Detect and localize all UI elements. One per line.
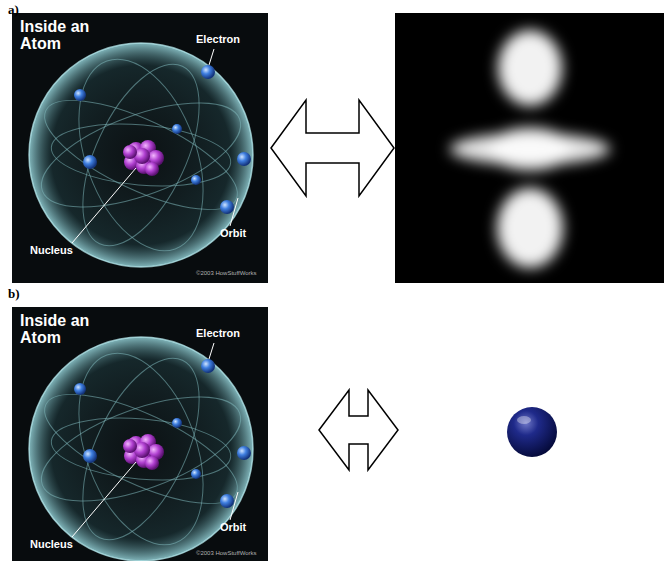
part-name: Electron: [196, 328, 240, 340]
part-name: Orbit: [220, 228, 246, 240]
panel-title: Inside an Atom: [20, 19, 104, 53]
copyright-note: ©2003 HowStuffWorks: [196, 550, 257, 556]
part-name: Orbit: [220, 522, 246, 534]
panel-title: Inside an Atom: [20, 313, 104, 347]
panel-letter: b): [8, 287, 20, 301]
part-name: Nucleus: [30, 539, 73, 551]
part-name: Nucleus: [30, 245, 73, 257]
copyright-note: ©2003 HowStuffWorks: [196, 270, 257, 276]
part-name: Electron: [196, 34, 240, 46]
panel-letter: a): [8, 3, 19, 17]
